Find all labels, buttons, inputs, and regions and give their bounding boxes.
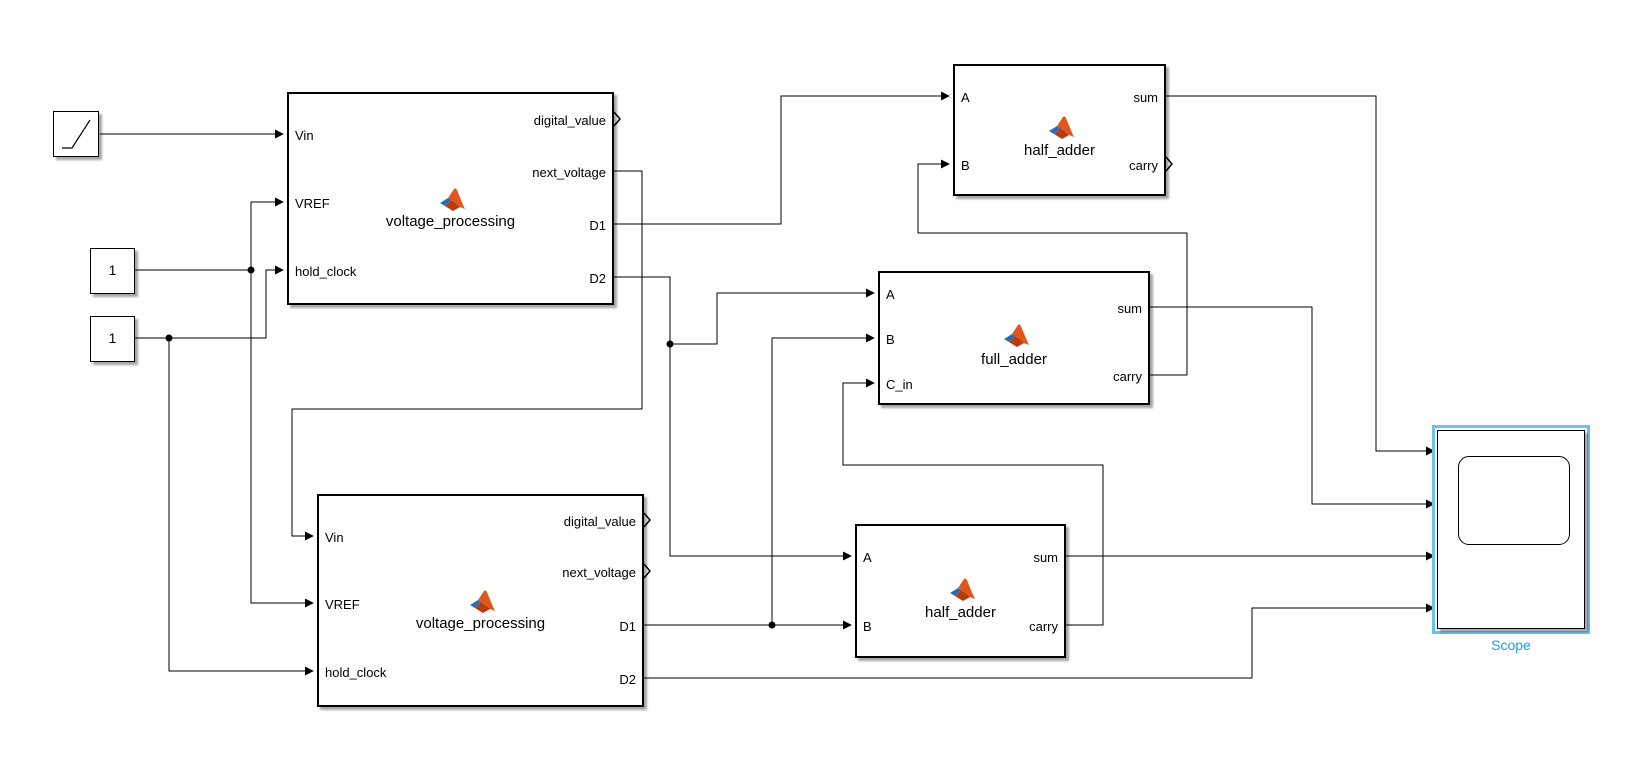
matlab-function-icon	[948, 576, 976, 604]
input-port-a[interactable]: A	[886, 287, 895, 302]
output-port-d2[interactable]: D2	[619, 672, 636, 687]
output-port-sum[interactable]: sum	[1133, 90, 1158, 105]
output-port-d1[interactable]: D1	[589, 218, 606, 233]
output-port-next-voltage[interactable]: next_voltage	[532, 165, 606, 180]
signal-line[interactable]	[642, 603, 1435, 679]
block-name: voltage_processing	[385, 213, 516, 230]
input-port-hold-clock[interactable]: hold_clock	[295, 264, 357, 279]
signal-line[interactable]	[250, 270, 314, 608]
input-port-vref[interactable]: VREF	[295, 196, 330, 211]
voltage-processing-block-2[interactable]: Vin VREF hold_clock digital_value next_v…	[317, 494, 644, 707]
output-port-carry[interactable]: carry	[1113, 369, 1142, 384]
constant-value: 1	[108, 330, 117, 346]
signal-line[interactable]	[250, 197, 284, 270]
branch-point	[666, 340, 674, 348]
input-port-vin[interactable]: Vin	[295, 128, 314, 143]
block-name: half_adder	[925, 604, 996, 621]
output-port-chevron[interactable]	[613, 111, 621, 127]
output-port-carry[interactable]: carry	[1129, 158, 1158, 173]
output-port-sum[interactable]: sum	[1117, 301, 1142, 316]
input-port-vref[interactable]: VREF	[325, 597, 360, 612]
output-port-chevron[interactable]	[643, 563, 651, 579]
signal-line[interactable]	[917, 159, 1188, 376]
matlab-function-icon	[1047, 114, 1075, 142]
half-adder-block-2[interactable]: A B sum carry half_adder	[855, 524, 1066, 658]
output-port-next-voltage[interactable]: next_voltage	[562, 565, 636, 580]
signal-line[interactable]	[771, 333, 875, 625]
constant-value: 1	[108, 262, 117, 278]
output-port-digital-value[interactable]: digital_value	[533, 113, 606, 128]
signal-line[interactable]	[168, 338, 314, 676]
constant-block-2[interactable]: 1	[90, 316, 135, 362]
output-port-sum[interactable]: sum	[1033, 550, 1058, 565]
full-adder-block[interactable]: A B C_in sum carry full_adder	[878, 271, 1150, 405]
signal-line[interactable]	[842, 378, 1104, 626]
signal-line[interactable]	[1164, 95, 1435, 456]
block-name: voltage_processing	[415, 615, 546, 632]
branch-point	[247, 266, 255, 274]
half-adder-block-1[interactable]: A B sum carry half_adder	[953, 64, 1166, 196]
scope-block[interactable]	[1432, 425, 1590, 634]
output-port-digital-value[interactable]: digital_value	[563, 514, 636, 529]
input-port-hold-clock[interactable]: hold_clock	[325, 665, 387, 680]
scope-label: Scope	[1491, 637, 1531, 653]
signal-line[interactable]	[670, 288, 875, 345]
ramp-icon	[62, 119, 91, 149]
output-port-chevron[interactable]	[643, 512, 651, 528]
input-port-b[interactable]: B	[961, 158, 970, 173]
output-port-d2[interactable]: D2	[589, 271, 606, 286]
matlab-function-icon	[438, 186, 466, 214]
branch-point	[768, 621, 776, 629]
voltage-processing-block-1[interactable]: Vin VREF hold_clock digital_value next_v…	[287, 92, 614, 305]
output-port-carry[interactable]: carry	[1029, 619, 1058, 634]
input-port-b[interactable]: B	[886, 332, 895, 347]
signal-line[interactable]	[612, 91, 950, 225]
signal-line[interactable]	[135, 265, 284, 339]
ramp-block[interactable]	[53, 111, 99, 157]
input-port-vin[interactable]: Vin	[325, 530, 344, 545]
input-port-c-in[interactable]: C_in	[886, 377, 913, 392]
constant-block-1[interactable]: 1	[90, 248, 135, 294]
signal-line[interactable]	[1148, 306, 1435, 509]
scope-screen-icon	[1458, 456, 1570, 545]
signal-line[interactable]	[291, 170, 643, 541]
matlab-function-icon	[468, 588, 496, 616]
matlab-function-icon	[1002, 322, 1030, 350]
input-port-b[interactable]: B	[863, 619, 872, 634]
block-name: full_adder	[981, 351, 1047, 368]
output-port-chevron[interactable]	[1165, 156, 1173, 172]
output-port-d1[interactable]: D1	[619, 619, 636, 634]
input-port-a[interactable]: A	[863, 550, 872, 565]
branch-point	[165, 334, 173, 342]
block-name: half_adder	[1024, 142, 1095, 159]
input-port-a[interactable]: A	[961, 90, 970, 105]
signal-line[interactable]	[612, 276, 852, 561]
